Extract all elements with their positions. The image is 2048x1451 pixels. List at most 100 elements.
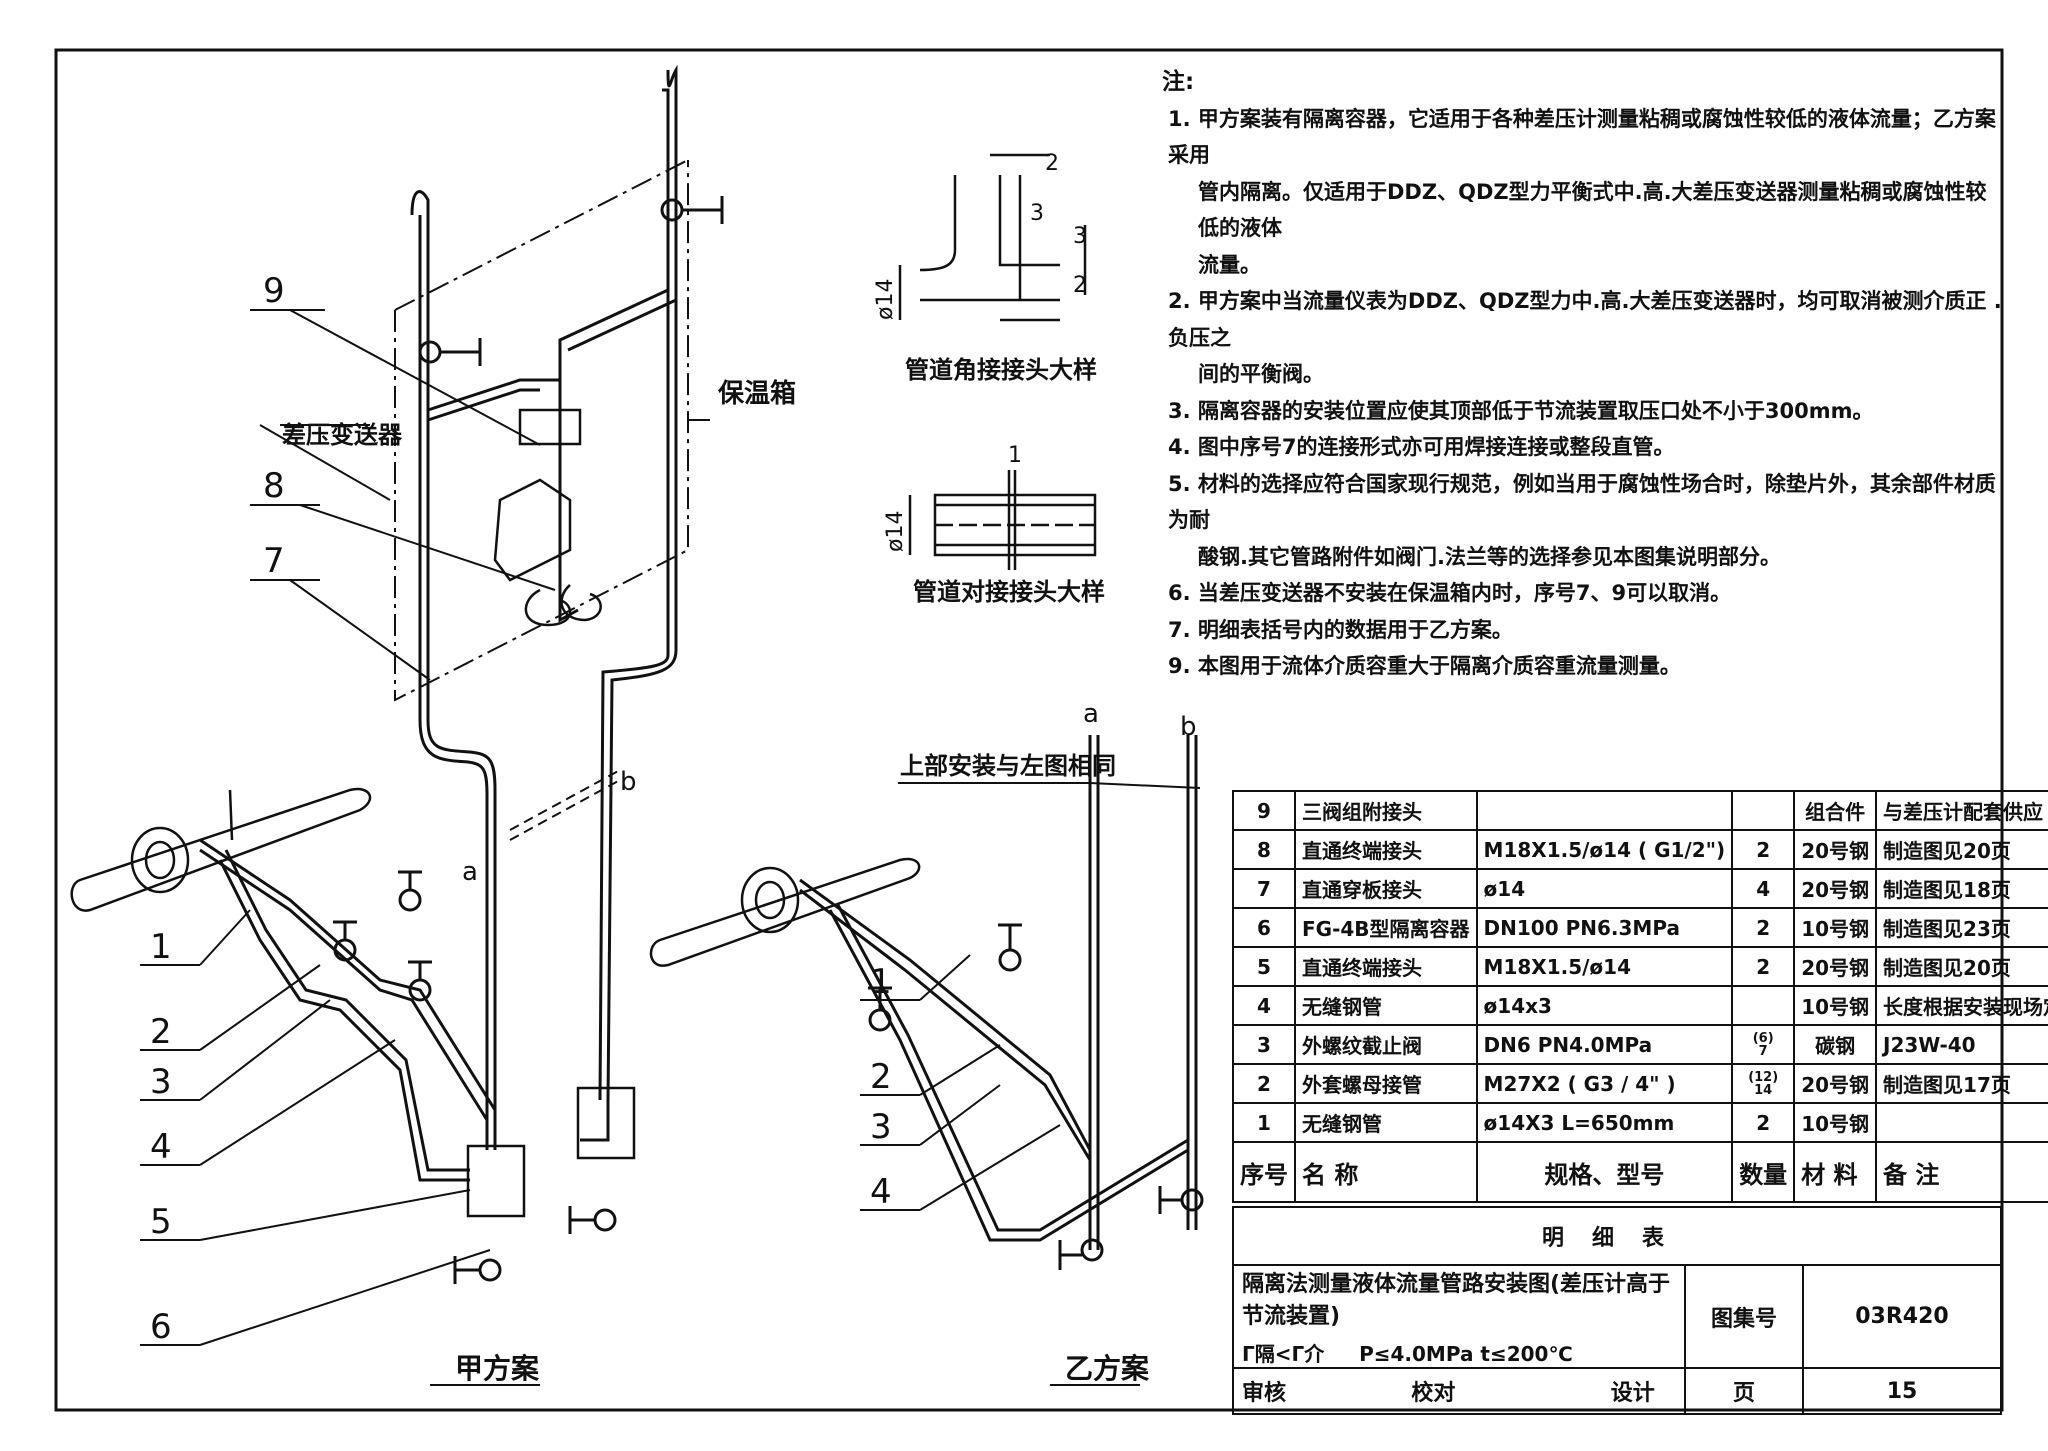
- corner-dia: ø14: [873, 279, 898, 320]
- corner-joint-detail: [898, 153, 1087, 322]
- butt-joint-title: 管道对接接头大样: [913, 578, 1105, 606]
- bom-cell-no: 8: [1232, 829, 1296, 870]
- bom-cell-spec: ø14x3: [1475, 985, 1734, 1026]
- bom-cell-spec: ø14X3 L=650mm: [1475, 1102, 1734, 1143]
- title-block: 明细表 隔离法测量液体流量管路安装图(差压计高于节流装置) Γ隔<Γ介 P≤4.…: [1232, 1206, 2002, 1415]
- pipes-scheme-b: [799, 735, 1198, 1250]
- bom-cell-no: 4: [1232, 985, 1296, 1026]
- bom-cell-note: [1875, 1102, 2048, 1143]
- bom-cell-no: 3: [1232, 1024, 1296, 1065]
- callout-b-right: b: [1180, 712, 1197, 742]
- pipes-scheme-a: [199, 64, 678, 1182]
- note-text: 甲方案中当流量仪表为DDZ、QDZ型力中.高.大差压变送器时，均可取消被测介质正…: [1168, 289, 2002, 350]
- butt-dim-1: 1: [1008, 443, 1022, 468]
- scheme-b-label: 乙方案: [1065, 1352, 1150, 1385]
- bom-cell-note: J23W-40: [1875, 1024, 2048, 1065]
- transmitter-label: 差压变送器: [282, 421, 403, 449]
- bom-cell-spec: [1475, 790, 1734, 831]
- check-label: 校对: [1411, 1381, 1456, 1406]
- drawing-title-cell: 隔离法测量液体流量管路安装图(差压计高于节流装置) Γ隔<Γ介 P≤4.0MPa…: [1232, 1264, 1686, 1369]
- valves-scheme-a: [333, 196, 724, 1284]
- note-text: 图中序号7的连接形式亦可用焊接连接或整段直管。: [1197, 435, 1675, 459]
- notes-section: 注: 1. 甲方案装有隔离容器，它适用于各种差压计测量粘稠或腐蚀性较低的液体流量…: [1162, 64, 2002, 685]
- bom-cell-qty: 4: [1731, 868, 1796, 909]
- isolation-containers-a: [466, 1086, 636, 1218]
- upper-same-label: 上部安装与左图相同: [900, 752, 1116, 780]
- bom-cell-no: 1: [1232, 1102, 1296, 1143]
- sheet-border: [54, 48, 2004, 1412]
- note-text: 明细表括号内的数据用于乙方案。: [1197, 617, 1513, 642]
- box-label: 保温箱: [717, 378, 796, 409]
- bom-table-title: 明细表: [1232, 1206, 2002, 1266]
- bom-cell-no: 7: [1232, 868, 1296, 909]
- bom-cell-name: 三阀组附接头: [1294, 790, 1478, 831]
- notes-list: 1. 甲方案装有隔离容器，它适用于各种差压计测量粘稠或腐蚀性较低的液体流量；乙方…: [1162, 101, 2002, 685]
- note-number: 7.: [1168, 617, 1191, 642]
- bom-cell-note: 长度根据安装现场定: [1875, 985, 2048, 1026]
- bom-cell-spec: M18X1.5/ø14: [1475, 946, 1734, 987]
- page-number: 15: [1802, 1367, 2002, 1415]
- bom-cell-name: 外螺纹截止阀: [1294, 1024, 1478, 1065]
- note-text: 材料的选择应符合国家现行规范，例如当用于腐蚀性场合时，除垫片外，其余部件材质为耐: [1168, 471, 1996, 533]
- callout-4-left: 4: [150, 1127, 172, 1167]
- note-line: 6. 当差压变送器不安装在保温箱内时，序号7、9可以取消。: [1162, 575, 2002, 612]
- callout-5-left: 5: [150, 1202, 172, 1242]
- bom-header-spec: 规格、型号: [1475, 1141, 1734, 1203]
- note-line: 管内隔离。仅适用于DDZ、QDZ型力平衡式中.高.大差压变送器测量粘稠或腐蚀性较…: [1162, 174, 2002, 247]
- note-line: 5. 材料的选择应符合国家现行规范，例如当用于腐蚀性场合时，除垫片外，其余部件材…: [1162, 466, 2002, 539]
- leader-lines: [140, 309, 1201, 1386]
- bom-cell-mat: 20号钢: [1793, 868, 1878, 909]
- atlas-label: 图集号: [1684, 1264, 1804, 1369]
- bom-cell-note: 制造图见18页: [1875, 868, 2048, 909]
- note-line: 1. 甲方案装有隔离容器，它适用于各种差压计测量粘稠或腐蚀性较低的液体流量；乙方…: [1162, 101, 2002, 174]
- bom-cell-spec: DN100 PN6.3MPa: [1475, 907, 1734, 948]
- bom-cell-name: 无缝钢管: [1294, 1102, 1478, 1143]
- corner-dim-2b: 2: [1073, 273, 1087, 298]
- callout-6-left: 6: [150, 1307, 172, 1347]
- bom-cell-qty: 2: [1731, 1102, 1796, 1143]
- note-text: 酸钢.其它管路附件如阀门.法兰等的选择参见本图集说明部分。: [1198, 544, 1781, 569]
- bom-cell-qty: [1731, 790, 1796, 831]
- corner-dim-3b: 3: [1073, 224, 1087, 249]
- butt-joint-detail: [908, 470, 1097, 570]
- transmitter-drawing: [493, 408, 602, 627]
- bom-cell-spec: M18X1.5/ø14 ( G1/2"): [1475, 829, 1734, 870]
- callout-2-left: 2: [150, 1012, 172, 1052]
- note-text: 当差压变送器不安装在保温箱内时，序号7、9可以取消。: [1197, 581, 1732, 605]
- bom-header-mat: 材 料: [1793, 1141, 1878, 1203]
- note-text: 管内隔离。仅适用于DDZ、QDZ型力平衡式中.高.大差压变送器测量粘稠或腐蚀性较…: [1198, 179, 1987, 241]
- bom-cell-qty: (12)14: [1731, 1063, 1796, 1104]
- note-text: 流量。: [1198, 252, 1261, 277]
- bom-cell-qty: 2: [1731, 907, 1796, 948]
- note-line: 3. 隔离容器的安装位置应使其顶部低于节流装置取压口处不小于300mm。: [1162, 393, 2002, 430]
- scheme-a-label: 甲方案: [455, 1352, 540, 1385]
- note-number: 9.: [1168, 654, 1191, 678]
- bom-cell-mat: 10号钢: [1793, 1102, 1878, 1143]
- note-text: 本图用于流体介质容重大于隔离介质容重流量测量。: [1197, 654, 1681, 678]
- bom-cell-no: 2: [1232, 1063, 1296, 1104]
- bom-cell-spec: M27X2 ( G3 / 4" ): [1475, 1063, 1734, 1104]
- callout-1-right: 1: [870, 962, 892, 1002]
- bom-qty-scheme-a: 14: [1754, 1082, 1773, 1098]
- note-line: 9. 本图用于流体介质容重大于隔离介质容重流量测量。: [1162, 648, 2002, 685]
- callout-7: 7: [263, 541, 285, 581]
- bom-cell-qty: [1731, 985, 1796, 1026]
- note-line: 2. 甲方案中当流量仪表为DDZ、QDZ型力中.高.大差压变送器时，均可取消被测…: [1162, 283, 2002, 356]
- note-text: 间的平衡阀。: [1198, 362, 1324, 386]
- bom-cell-no: 5: [1232, 946, 1296, 987]
- bom-cell-name: 外套螺母接管: [1294, 1063, 1478, 1104]
- bom-cell-mat: 20号钢: [1793, 1063, 1878, 1104]
- bom-cell-name: 直通终端接头: [1294, 829, 1478, 870]
- corner-dim-3a: 3: [1030, 201, 1044, 226]
- drawing-conditions: Γ隔<Γ介 P≤4.0MPa t≤200℃: [1242, 1338, 1676, 1367]
- bom-cell-note: 制造图见23页: [1875, 907, 2048, 948]
- bom-cell-qty: (6)7: [1731, 1024, 1796, 1065]
